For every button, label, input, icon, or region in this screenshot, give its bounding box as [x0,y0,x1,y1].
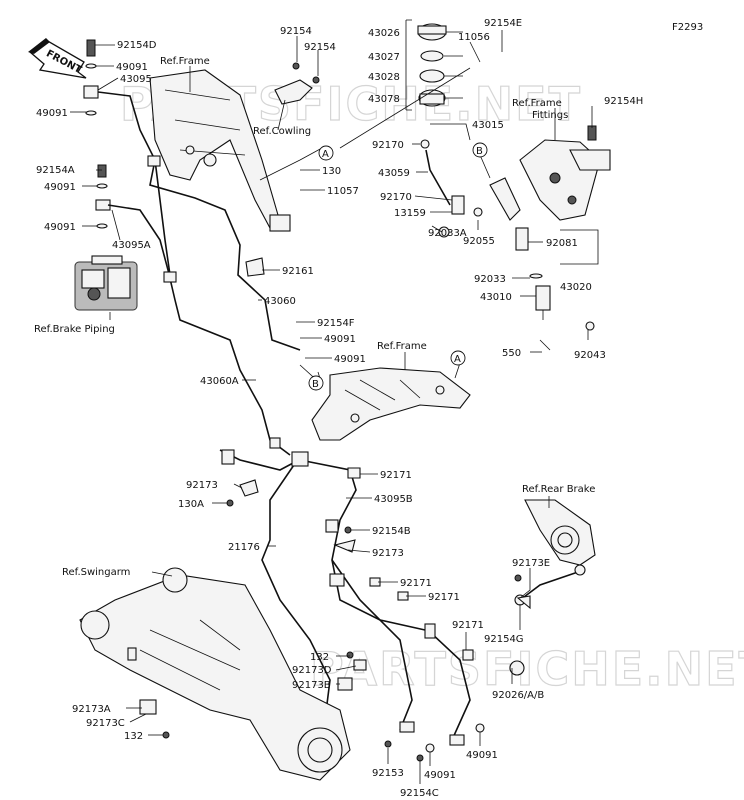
part-92154-a: 92154 [280,26,312,37]
part-92154B: 92154B [372,526,411,537]
part-132-a: 132 [310,652,329,663]
ref-brake-piping: Ref.Brake Piping [34,324,115,335]
part-92154D: 92154D [117,40,157,51]
part-92154-b: 92154 [304,42,336,53]
callout-a-top: A [318,145,334,161]
part-13159: 13159 [394,208,426,219]
part-43028: 43028 [368,72,400,83]
callout-b-top: B [472,142,488,158]
part-49091-f: 49091 [334,354,366,365]
part-92081: 92081 [546,238,578,249]
diagram-code: F2293 [672,22,703,33]
part-49091-a: 49091 [116,62,148,73]
part-92033: 92033 [474,274,506,285]
part-92170-b: 92170 [380,192,412,203]
part-43078: 43078 [368,94,400,105]
part-49091-c: 49091 [44,182,76,193]
part-43026: 43026 [368,28,400,39]
part-92173D: 92173D [292,665,332,676]
part-92173A: 92173A [72,704,111,715]
ref-frame-mid: Ref.Frame [377,341,427,352]
cowling-bracket [274,62,320,105]
ref-rear-brake: Ref.Rear Brake [522,484,595,495]
part-49091-e: 49091 [324,334,356,345]
part-49091-b: 49091 [36,108,68,119]
part-550: 550 [502,348,521,359]
watermark-bottom: PARTSFICHE.NET [310,642,744,696]
bracket-box-pushrod [560,229,599,265]
front-arrow-icon: FRONT [28,38,87,79]
part-92173E: 92173E [512,558,550,569]
part-92171-b: 92171 [400,578,432,589]
part-43060A: 43060A [200,376,239,387]
pedal-bracket [519,125,611,221]
callout-b-mid: B [308,375,324,391]
part-92173B: 92173B [292,680,331,691]
part-92033A: 92033A [428,228,467,239]
mid-frame [311,367,471,441]
part-49091-d: 49091 [44,222,76,233]
part-92154H: 92154H [604,96,643,107]
ref-frame-top: Ref.Frame [160,56,210,67]
part-132-b: 132 [124,731,143,742]
svg-text:A: A [454,354,461,365]
svg-text:B: B [312,379,319,390]
part-43095: 43095 [120,74,152,85]
part-92154E: 92154E [484,18,522,29]
ref-frame-fittings-line2: Fittings [532,110,568,121]
part-11057: 11057 [327,186,359,197]
part-49091-g: 49091 [424,770,456,781]
lower-fittings [221,449,531,762]
swingarm [79,567,351,781]
part-43095A: 43095A [112,240,151,251]
ref-cowling: Ref.Cowling [253,126,311,137]
part-92161: 92161 [282,266,314,277]
left-fittings [83,39,111,229]
part-21176: 21176 [228,542,260,553]
part-92170-a: 92170 [372,140,404,151]
svg-text:A: A [322,149,329,160]
part-92026-a-b: 92026/A/B [492,690,544,701]
part-92171-a: 92171 [380,470,412,481]
part-92173-b: 92173 [372,548,404,559]
part-92055: 92055 [463,236,495,247]
abs-unit [74,255,138,311]
ref-swingarm: Ref.Swingarm [62,567,130,578]
part-43095B: 43095B [374,494,413,505]
part-92153: 92153 [372,768,404,779]
part-43027: 43027 [368,52,400,63]
part-92043: 92043 [574,350,606,361]
part-43060: 43060 [264,296,296,307]
reservoir-stack [417,23,447,107]
part-43015: 43015 [472,120,504,131]
rear-frame-upper [149,69,291,232]
part-49091-h: 49091 [466,750,498,761]
master-cylinder [420,139,595,351]
callout-a-mid: A [450,350,466,366]
part-11056: 11056 [458,32,490,43]
part-92154G: 92154G [484,634,524,645]
part-43020: 43020 [560,282,592,293]
part-130: 130 [322,166,341,177]
part-92173-a: 92173 [186,480,218,491]
bracket-box-reservoir [405,19,412,111]
part-130A: 130A [178,499,204,510]
part-92173C: 92173C [86,718,125,729]
part-92154C: 92154C [400,788,439,799]
part-92154A: 92154A [36,165,75,176]
ref-frame-fittings-line1: Ref.Frame [512,98,562,109]
part-43010: 43010 [480,292,512,303]
part-92154F: 92154F [317,318,355,329]
pipe-clamps [147,155,436,639]
part-92171-c: 92171 [428,592,460,603]
svg-text:B: B [476,146,483,157]
rear-brake-caliper [514,499,596,606]
part-43059: 43059 [378,168,410,179]
part-92171-d: 92171 [452,620,484,631]
